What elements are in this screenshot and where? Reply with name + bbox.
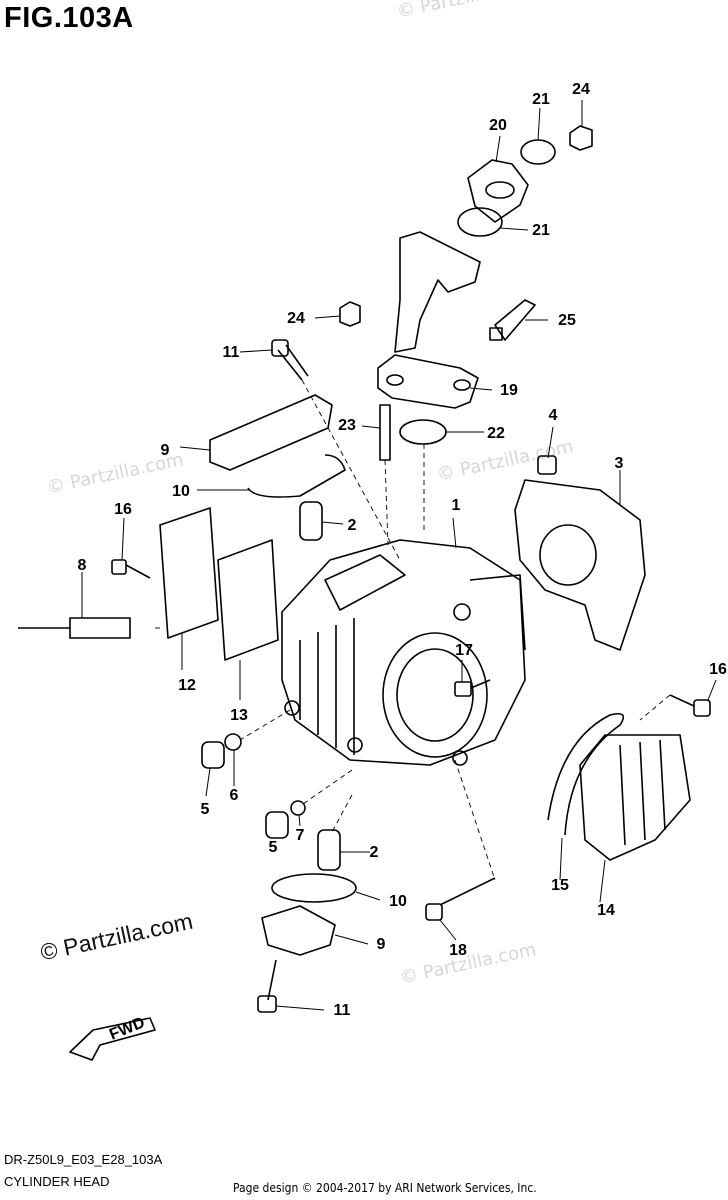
callout-label: 14: [597, 902, 615, 919]
callout-label: 21: [532, 91, 550, 108]
callout-label: 21: [532, 222, 550, 239]
callout-label: 5: [269, 839, 278, 856]
fwd-label: FWD: [107, 1014, 147, 1043]
o-ring-21-bottom: [457, 207, 503, 237]
callout-label: 1: [452, 497, 461, 514]
callout-label: 7: [296, 827, 305, 844]
callout-label: 16: [709, 661, 727, 678]
callout-label: 17: [455, 642, 473, 659]
callout-label: 2: [348, 517, 357, 534]
callout-label: 12: [178, 677, 196, 694]
callout-label: 23: [338, 417, 356, 434]
figure-title: FIG.103A: [4, 2, 134, 34]
insulator-drawing: [467, 159, 529, 223]
callout-label: 24: [572, 81, 590, 98]
o-ring-21-top: [520, 139, 556, 165]
intake-pipe-drawing: [377, 231, 481, 409]
cylinder-head-drawing: [281, 539, 526, 766]
fwd-arrow: [69, 1017, 156, 1061]
callout-label: 11: [334, 1002, 351, 1019]
callout-label: 25: [558, 312, 576, 329]
callout-label: 2: [370, 844, 379, 861]
callout-label: 4: [549, 407, 558, 424]
callout-label: 9: [377, 936, 386, 953]
callout-label: 13: [230, 707, 248, 724]
callout-label: 24: [287, 310, 305, 327]
callout-label: 6: [230, 787, 239, 804]
callout-label: 5: [201, 801, 210, 818]
page-footer: Page design © 2004-2017 by ARI Network S…: [233, 1181, 537, 1195]
callout-label: 22: [487, 425, 505, 442]
callout-label: 10: [389, 893, 407, 910]
callout-label: 16: [114, 501, 132, 518]
callout-label: 3: [615, 455, 624, 472]
callout-label: 9: [161, 442, 170, 459]
callout-label: 11: [223, 344, 240, 361]
callout-label: 18: [449, 942, 467, 959]
callout-label: 19: [500, 382, 518, 399]
section-title: CYLINDER HEAD: [4, 1174, 110, 1189]
callout-label: 20: [489, 117, 507, 134]
callout-label: 10: [172, 483, 190, 500]
diagram-code: DR-Z50L9_E03_E28_103A: [4, 1152, 163, 1167]
callout-label: 8: [78, 557, 87, 574]
callout-label: 15: [551, 877, 569, 894]
